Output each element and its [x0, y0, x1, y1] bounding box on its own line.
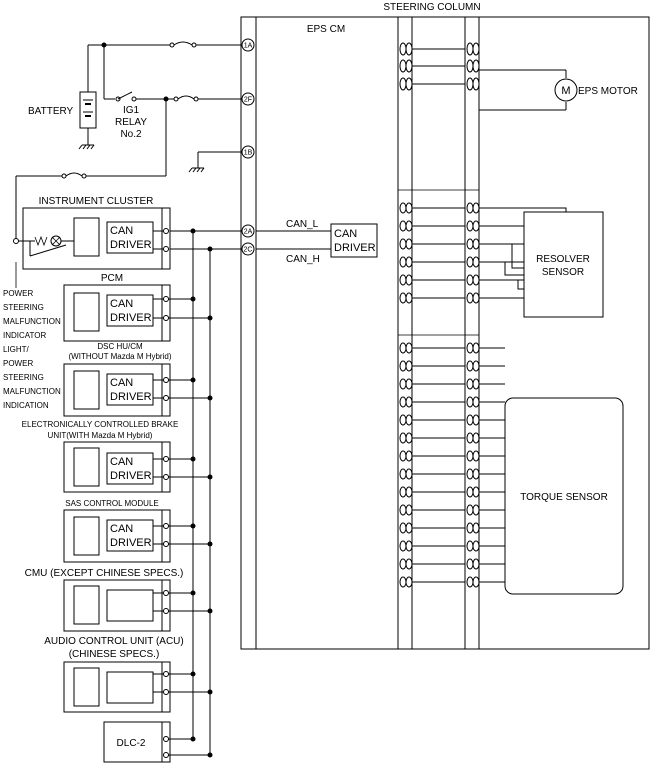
ic-can-driver-box: [106, 221, 154, 254]
dsc-label-line2: (WITHOUT Mazda M Hybrid): [69, 352, 172, 361]
instrument-cluster-box: [22, 207, 171, 270]
acu-label-line2: (CHINESE SPECS.): [69, 649, 160, 660]
svg-text:1B: 1B: [244, 150, 253, 157]
ecb-can-driver-box: [106, 452, 154, 485]
eps-can-driver-box: [330, 223, 378, 258]
sas-label: SAS CONTROL MODULE: [65, 499, 159, 508]
svg-text:CAN: CAN: [334, 228, 357, 240]
svg-text:DRIVER: DRIVER: [110, 537, 152, 549]
instrument-cluster-label: INSTRUMENT CLUSTER: [39, 196, 154, 207]
torque-sensor-label: TORQUE SENSOR: [520, 492, 608, 503]
svg-text:STEERING: STEERING: [3, 373, 44, 382]
eps-motor-label: EPS MOTOR: [578, 86, 638, 97]
svg-text:LIGHT/: LIGHT/: [3, 345, 30, 354]
svg-text:INDICATOR: INDICATOR: [3, 331, 46, 340]
svg-text:CAN: CAN: [110, 298, 133, 310]
ecb-label-line2: UNIT(WITH Mazda M Hybrid): [48, 431, 153, 440]
power-steering-label: POWER STEERING MALFUNCTION INDICATOR LIG…: [3, 289, 61, 410]
motor-symbol: M: [561, 85, 570, 97]
terminal-2f: 2F: [241, 92, 255, 106]
svg-text:2A: 2A: [244, 229, 253, 236]
eps-cm-label: EPS CM: [307, 24, 345, 35]
dlc-label: DLC-2: [117, 738, 146, 749]
ig1-relay-line3: No.2: [120, 129, 142, 140]
terminal-1a: 1A: [241, 38, 255, 52]
sas-box: [63, 509, 171, 563]
svg-text:DRIVER: DRIVER: [334, 242, 376, 254]
power-steering-indicator-icon: [13, 235, 74, 257]
pcm-can-driver-box: [106, 294, 154, 327]
cmu-label: CMU (EXCEPT CHINESE SPECS.): [25, 568, 184, 579]
svg-text:POWER: POWER: [3, 359, 33, 368]
svg-text:POWER: POWER: [3, 289, 33, 298]
battery-label: BATTERY: [28, 106, 74, 117]
resolver-sensor-line1: RESOLVER: [536, 254, 590, 265]
sas-can-driver-box: [106, 519, 154, 552]
ig1-relay-line2: RELAY: [115, 117, 147, 128]
svg-text:STEERING: STEERING: [3, 303, 44, 312]
terminal-1b: 1B: [241, 145, 255, 159]
resolver-sensor-box: [523, 211, 604, 318]
eps-cm-box: [240, 16, 650, 650]
steering-column-label: STEERING COLUMN: [383, 2, 480, 13]
pcm-box: [63, 284, 171, 342]
svg-text:MALFUNCTION: MALFUNCTION: [3, 317, 61, 326]
acu-box: [63, 661, 171, 713]
svg-text:1A: 1A: [244, 43, 253, 50]
pcm-label: PCM: [101, 273, 123, 284]
ig1-relay-line1: IG1: [123, 105, 140, 116]
terminal-2a: 2A: [241, 224, 255, 238]
ecb-label-line1: ELECTRONICALLY CONTROLLED BRAKE: [22, 420, 179, 429]
resolver-sensor-line2: SENSOR: [542, 267, 584, 278]
eps-motor: M EPS MOTOR: [479, 69, 638, 111]
svg-text:CAN: CAN: [110, 225, 133, 237]
svg-text:DRIVER: DRIVER: [110, 239, 152, 251]
svg-text:MALFUNCTION: MALFUNCTION: [3, 387, 61, 396]
dsc-can-driver-box: [106, 373, 154, 406]
can-l-label: CAN_L: [286, 219, 319, 230]
cmu-box: [63, 579, 171, 632]
torque-sensor-box: [504, 397, 624, 595]
dsc-label-line1: DSC HU/CM: [97, 342, 143, 351]
svg-text:CAN: CAN: [110, 377, 133, 389]
svg-text:CAN: CAN: [110, 456, 133, 468]
svg-text:DRIVER: DRIVER: [110, 312, 152, 324]
acu-label-line1: AUDIO CONTROL UNIT (ACU): [44, 636, 183, 647]
dsc-box: [63, 363, 171, 417]
terminal-2c: 2C: [241, 242, 255, 256]
svg-text:INDICATION: INDICATION: [3, 401, 49, 410]
svg-text:DRIVER: DRIVER: [110, 470, 152, 482]
battery-symbol: [79, 91, 97, 129]
ecb-box: [63, 441, 171, 493]
svg-text:DRIVER: DRIVER: [110, 391, 152, 403]
svg-text:2F: 2F: [244, 97, 252, 104]
dlc-box: [103, 721, 171, 763]
can-h-label: CAN_H: [286, 254, 320, 265]
svg-text:CAN: CAN: [110, 523, 133, 535]
svg-text:2C: 2C: [244, 247, 253, 254]
